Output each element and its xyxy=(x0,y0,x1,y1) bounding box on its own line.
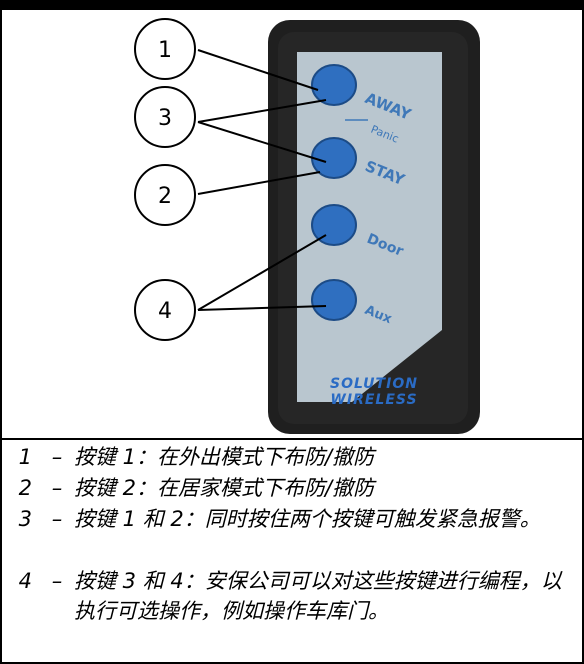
leader-line-1 xyxy=(197,49,319,91)
legend-text: 按键 3 和 4：安保公司可以对这些按键进行编程，以执行可选操作，例如操作车库门… xyxy=(74,569,562,623)
keyfob-figure: AWAY Panic STAY Door Aux SOLUTION WIRELE… xyxy=(2,10,582,438)
brand-line2: WIRELESS xyxy=(330,392,417,408)
brand-line1: SOLUTION xyxy=(330,376,418,392)
legend-list: 1 – 按键 1：在外出模式下布防/撤防 2 – 按键 2：在居家模式下布防/撤… xyxy=(2,442,582,628)
leader-line-4a xyxy=(197,234,327,311)
legend-dash: – xyxy=(51,507,63,531)
legend-item: 2 – 按键 2：在居家模式下布防/撤防 xyxy=(2,473,582,504)
legend-number: 4 xyxy=(18,569,32,593)
keyfob-illustration: AWAY Panic STAY Door Aux SOLUTION WIRELE… xyxy=(134,18,480,434)
callout-circle-2 xyxy=(134,164,196,226)
callout-number-1: 1 xyxy=(158,38,172,63)
legend-dash: – xyxy=(51,476,63,500)
top-border-bar xyxy=(2,2,582,10)
figure-divider xyxy=(2,438,582,440)
legend-dash: – xyxy=(51,445,63,469)
leader-line-3b xyxy=(197,121,327,163)
legend-item: 3 – 按键 1 和 2：同时按住两个按键可触发紧急报警。 xyxy=(2,504,582,566)
leader-line-3a xyxy=(197,99,327,123)
legend-text: 按键 1 和 2：同时按住两个按键可触发紧急报警。 xyxy=(74,507,541,531)
callout-circle-3 xyxy=(134,86,196,148)
legend-text: 按键 1：在外出模式下布防/撤防 xyxy=(74,445,375,469)
callout-circle-1 xyxy=(134,18,196,80)
callout-number-2: 2 xyxy=(158,184,172,209)
leader-line-2 xyxy=(197,171,321,195)
legend-number: 1 xyxy=(18,445,32,469)
legend-number: 2 xyxy=(18,476,32,500)
leader-line-4b xyxy=(197,305,327,311)
aux-button[interactable] xyxy=(311,279,357,321)
legend-number: 3 xyxy=(18,507,32,531)
legend-item: 1 – 按键 1：在外出模式下布防/撤防 xyxy=(2,442,582,473)
legend-item: 4 – 按键 3 和 4：安保公司可以对这些按键进行编程，以执行可选操作，例如操… xyxy=(2,566,582,628)
door-button[interactable] xyxy=(311,204,357,246)
legend-dash: – xyxy=(51,569,63,593)
callout-circle-4 xyxy=(134,279,196,341)
legend-text: 按键 2：在居家模式下布防/撤防 xyxy=(74,476,375,500)
callout-number-3: 3 xyxy=(158,106,172,131)
away-button[interactable] xyxy=(311,64,357,106)
callout-number-4: 4 xyxy=(158,299,172,324)
